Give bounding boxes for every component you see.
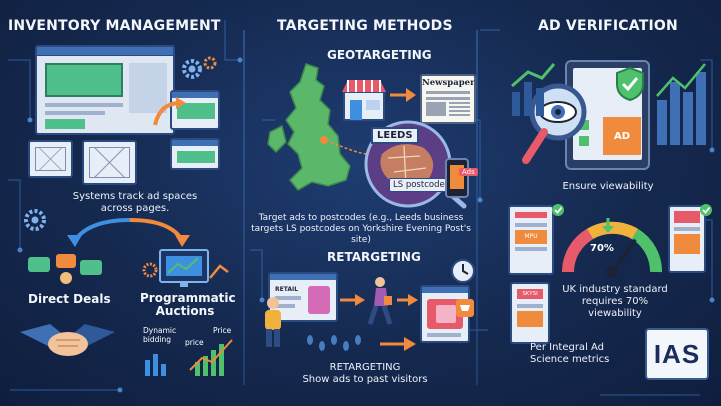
- retargeting-title: RETARGETING: [327, 250, 421, 264]
- direct-deals-label: Direct Deals: [28, 292, 111, 306]
- ads-badge: Ads: [459, 168, 478, 176]
- mpu-label: MPU: [515, 230, 547, 244]
- shop-icon: [342, 80, 386, 121]
- footsteps-trail: [307, 335, 416, 351]
- city-bars-icon: [656, 63, 706, 145]
- ls-postcode-label: LS postcode: [389, 178, 449, 192]
- monitor-chart-icon: [142, 249, 229, 287]
- newspaper-label: Newspaper: [422, 78, 475, 88]
- verification-title: AD VERIFICATION: [538, 18, 678, 34]
- ad-block: AD: [603, 117, 641, 155]
- gauge-value: 70%: [590, 243, 614, 254]
- flow-arrow-icon: [153, 97, 186, 126]
- ad-thumb-stack: MPU: [508, 205, 554, 275]
- standard-caption: UK industry standard requires 70% viewab…: [562, 284, 668, 319]
- targeting-title: TARGETING METHODS: [277, 18, 453, 34]
- gear-icon: [182, 56, 217, 79]
- inventory-title: INVENTORY MANAGEMENT: [8, 18, 221, 34]
- ad-slot-thumb-2: [82, 140, 137, 185]
- check-badge-icon: [552, 204, 564, 216]
- ias-caption: Per Integral Ad Science metrics: [530, 342, 610, 365]
- cart-icon: [456, 299, 474, 317]
- column-divider-1: [243, 30, 245, 385]
- price-bars-chart: [145, 339, 233, 376]
- price-label: price: [185, 338, 204, 347]
- shield-check-icon: [616, 66, 644, 102]
- newspaper-icon: Newspaper: [420, 74, 476, 124]
- person-icon: [265, 297, 281, 347]
- price-label-upper: Price: [213, 326, 232, 335]
- dynamic-bidding-label: Dynamic bidding: [143, 326, 177, 344]
- walking-person-icon: [367, 277, 393, 325]
- column-divider-2: [476, 30, 478, 385]
- retail-label: RETAIL: [275, 286, 299, 293]
- ad-thumb-sky: SKYSI: [510, 282, 550, 344]
- arrow-icon: [390, 88, 416, 102]
- geo-caption: Target ads to postcodes (e.g., Leeds bus…: [251, 213, 471, 245]
- arrow-icon: [397, 294, 418, 306]
- browser-window-small-2: [170, 138, 220, 170]
- ias-logo: IAS: [645, 328, 709, 380]
- geotargeting-title: GEOTARGETING: [327, 48, 432, 62]
- inventory-caption: Systems track ad spaces across pages.: [72, 191, 198, 214]
- retargeting-caption: RETARGETING Show ads to past visitors: [302, 362, 428, 385]
- handshake-icon: [20, 324, 115, 356]
- uk-map: [267, 63, 369, 191]
- sky-label: SKYSI: [517, 289, 543, 299]
- branch-arrows: [67, 218, 190, 247]
- arrow-down-icon: [602, 218, 614, 233]
- programmatic-label: Programmatic Auctions: [140, 291, 236, 318]
- arrow-icon: [340, 294, 365, 306]
- clock-icon: [451, 259, 475, 283]
- check-badge-icon: [700, 204, 712, 216]
- ad-slot-thumb-1: [28, 140, 73, 178]
- gear-icon: [24, 209, 46, 231]
- leeds-label: LEEDS: [371, 127, 419, 144]
- viewability-gauge: [562, 221, 663, 278]
- gauge-needle: [610, 239, 637, 274]
- viewability-caption: Ensure viewability: [562, 181, 654, 192]
- browser-window-small: [170, 90, 220, 130]
- browser-window-main: [35, 45, 175, 135]
- chat-bubbles-icon: [28, 254, 102, 284]
- growth-arrow-icon: [511, 63, 556, 116]
- phone-icon: [445, 158, 469, 198]
- ad-thumb-right: [668, 205, 706, 273]
